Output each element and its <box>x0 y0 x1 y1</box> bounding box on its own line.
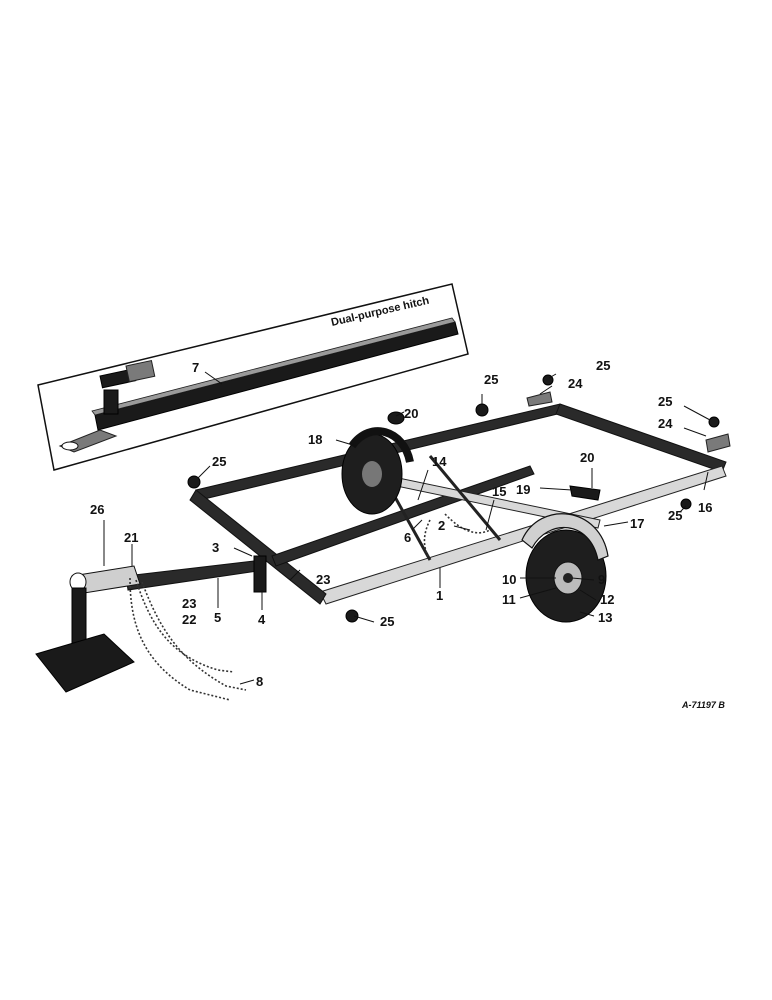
leader-24a <box>539 385 553 395</box>
leader-15 <box>485 499 495 531</box>
leader-lines <box>103 371 711 685</box>
leader-17 <box>603 521 629 527</box>
callout-4: 4 <box>258 612 266 627</box>
leader-16 <box>703 471 709 491</box>
inset-hitch: Dual-purpose hitch <box>37 283 469 471</box>
leader-8 <box>239 679 255 685</box>
callout-22: 22 <box>182 612 196 627</box>
leader-25b <box>548 373 557 379</box>
lamp-bracket-right <box>569 485 601 501</box>
leader-25f <box>353 615 375 623</box>
callout-17: 17 <box>630 516 644 531</box>
callout-23b: 23 <box>182 596 196 611</box>
near-wheel <box>521 513 609 623</box>
tongue-bracket <box>253 555 267 593</box>
callout-20a: 20 <box>404 406 418 421</box>
far-hub <box>362 461 382 487</box>
callout-3: 3 <box>212 540 219 555</box>
hitch-chain-c <box>141 581 247 691</box>
tongue-assembly <box>35 555 267 701</box>
leader-9 <box>571 577 595 581</box>
hitch-post <box>103 389 119 415</box>
leader-14 <box>417 469 429 501</box>
callout-6: 6 <box>404 530 411 545</box>
callout-23a: 23 <box>316 572 330 587</box>
near-fender <box>521 513 609 561</box>
leader-25c <box>683 405 711 421</box>
callout-10: 10 <box>502 572 516 587</box>
callout-25d: 25 <box>212 454 226 469</box>
leader-19 <box>539 487 573 491</box>
leader-25d <box>197 465 211 479</box>
callout-25b: 25 <box>596 358 610 373</box>
tongue-bar <box>125 559 265 591</box>
callout-14: 14 <box>432 454 447 469</box>
cross-brace-b <box>428 455 502 541</box>
callout-8: 8 <box>256 674 263 689</box>
callout-25c: 25 <box>658 394 672 409</box>
hitch-cable-b <box>135 579 235 673</box>
figure-code: A-71197 B <box>681 700 725 710</box>
callout-5: 5 <box>214 610 221 625</box>
callout-numbers: 7 20 18 25 25 24 25 24 25 14 20 19 15 16… <box>90 358 712 689</box>
reflector-f <box>345 609 359 623</box>
leader-24b <box>683 427 707 437</box>
callout-12: 12 <box>600 592 614 607</box>
hitch-bar-top <box>91 317 456 416</box>
leader-25e <box>679 505 687 513</box>
reflector-e <box>680 498 692 510</box>
leader-6 <box>411 519 423 531</box>
hitch-pin-block <box>125 360 156 383</box>
callout-2: 2 <box>438 518 445 533</box>
leader-20a <box>395 411 405 417</box>
trailer-frame <box>189 403 727 605</box>
callout-13: 13 <box>598 610 612 625</box>
hitch-eye <box>61 441 79 451</box>
leader-23a <box>289 569 301 581</box>
reflector-d <box>187 475 201 489</box>
callout-1: 1 <box>436 588 443 603</box>
callout-25e: 25 <box>668 508 682 523</box>
jack-base <box>35 633 135 693</box>
leader-18 <box>335 439 357 447</box>
callout-26: 26 <box>90 502 104 517</box>
frame-front-rail <box>319 465 727 605</box>
reflector-a <box>475 403 489 417</box>
far-wheel <box>341 427 414 515</box>
callout-15: 15 <box>492 484 506 499</box>
corner-bracket-rear <box>526 391 553 407</box>
leader-11 <box>519 587 557 599</box>
leader-13 <box>579 611 595 617</box>
callout-16: 16 <box>698 500 712 515</box>
near-hub-nut <box>563 573 573 583</box>
far-fender <box>348 427 414 464</box>
lamp-rear-left <box>387 411 405 425</box>
safety-chain-axle <box>444 513 491 534</box>
callout-9: 9 <box>598 572 605 587</box>
leader-3 <box>233 547 253 557</box>
leader-2 <box>453 525 471 531</box>
callout-21: 21 <box>124 530 138 545</box>
callout-19: 19 <box>516 482 530 497</box>
corner-bracket-right <box>705 433 731 453</box>
callout-25a: 25 <box>484 372 498 387</box>
callout-11: 11 <box>502 592 516 607</box>
callout-18: 18 <box>308 432 322 447</box>
callout-24a: 24 <box>568 376 583 391</box>
callout-20b: 20 <box>580 450 594 465</box>
callout-24b: 24 <box>658 416 673 431</box>
callout-7: 7 <box>192 360 199 375</box>
hitch-chain-a <box>129 577 231 701</box>
leader-12 <box>579 589 597 601</box>
callout-25f: 25 <box>380 614 394 629</box>
reflector-c <box>708 416 720 428</box>
leader-7 <box>204 371 223 385</box>
